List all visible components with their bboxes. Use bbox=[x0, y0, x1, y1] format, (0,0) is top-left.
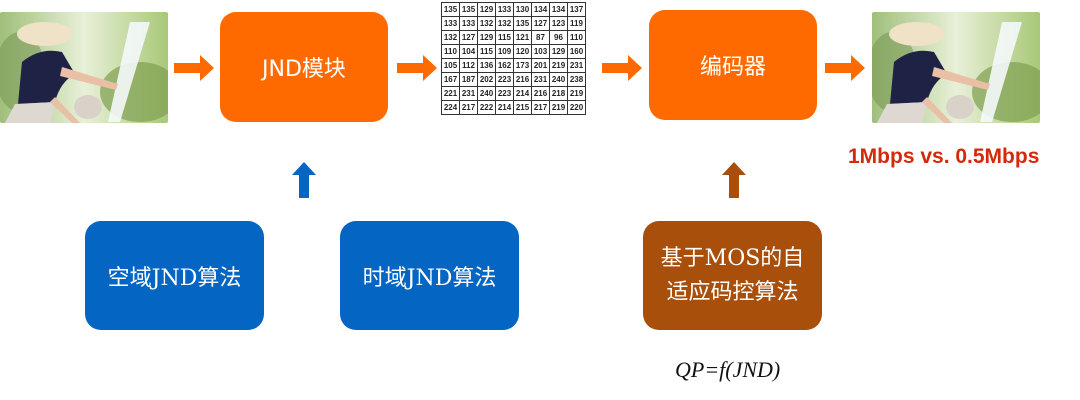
jnd-module-label: JND模块 bbox=[262, 57, 346, 82]
matrix-cell: 173 bbox=[513, 58, 532, 73]
matrix-cell: 133 bbox=[495, 2, 514, 17]
mos-label-line1: 基于MOS的自 bbox=[660, 245, 805, 271]
spatial-jnd-label: 空域JND算法 bbox=[107, 265, 242, 291]
matrix-cell: 112 bbox=[459, 58, 478, 73]
matrix-cell: 109 bbox=[495, 44, 514, 59]
matrix-cell: 121 bbox=[513, 30, 532, 45]
matrix-cell: 133 bbox=[459, 16, 478, 31]
matrix-cell: 219 bbox=[549, 100, 568, 115]
matrix-cell: 240 bbox=[549, 72, 568, 87]
jnd-module-box: JND模块 bbox=[220, 12, 388, 122]
arrow-right-icon bbox=[825, 55, 865, 81]
mos-rate-control-box: 基于MOS的自 适应码控算法 bbox=[643, 221, 822, 330]
matrix-cell: 219 bbox=[549, 58, 568, 73]
matrix-cell: 187 bbox=[459, 72, 478, 87]
matrix-cell: 132 bbox=[477, 16, 496, 31]
matrix-cell: 105 bbox=[441, 58, 460, 73]
matrix-cell: 132 bbox=[495, 16, 514, 31]
arrow-right-icon bbox=[602, 55, 642, 81]
matrix-cell: 219 bbox=[567, 86, 586, 101]
matrix-cell: 133 bbox=[441, 16, 460, 31]
matrix-cell: 223 bbox=[495, 72, 514, 87]
arrow-up-icon bbox=[722, 162, 746, 198]
matrix-cell: 115 bbox=[495, 30, 514, 45]
output-frame-image bbox=[872, 12, 1040, 123]
matrix-cell: 238 bbox=[567, 72, 586, 87]
matrix-cell: 202 bbox=[477, 72, 496, 87]
matrix-cell: 217 bbox=[459, 100, 478, 115]
matrix-cell: 135 bbox=[513, 16, 532, 31]
matrix-cell: 135 bbox=[441, 2, 460, 17]
matrix-cell: 231 bbox=[567, 58, 586, 73]
matrix-cell: 123 bbox=[549, 16, 568, 31]
matrix-cell: 135 bbox=[459, 2, 478, 17]
matrix-cell: 119 bbox=[567, 16, 586, 31]
matrix-cell: 221 bbox=[441, 86, 460, 101]
matrix-cell: 103 bbox=[531, 44, 550, 59]
input-frame-image bbox=[0, 12, 168, 123]
arrow-right-icon bbox=[174, 55, 214, 81]
matrix-cell: 134 bbox=[531, 2, 550, 17]
matrix-cell: 104 bbox=[459, 44, 478, 59]
matrix-cell: 137 bbox=[567, 2, 586, 17]
matrix-cell: 129 bbox=[477, 2, 496, 17]
matrix-cell: 223 bbox=[495, 86, 514, 101]
matrix-cell: 127 bbox=[531, 16, 550, 31]
matrix-cell: 216 bbox=[531, 86, 550, 101]
matrix-cell: 120 bbox=[513, 44, 532, 59]
spatial-jnd-box: 空域JND算法 bbox=[85, 221, 264, 330]
matrix-cell: 129 bbox=[549, 44, 568, 59]
matrix-cell: 220 bbox=[567, 100, 586, 115]
arrow-right-icon bbox=[397, 55, 437, 81]
matrix-cell: 201 bbox=[531, 58, 550, 73]
matrix-cell: 129 bbox=[477, 30, 496, 45]
matrix-cell: 231 bbox=[531, 72, 550, 87]
temporal-jnd-label: 时域JND算法 bbox=[362, 265, 497, 291]
matrix-cell: 240 bbox=[477, 86, 496, 101]
matrix-cell: 224 bbox=[441, 100, 460, 115]
matrix-cell: 87 bbox=[531, 30, 550, 45]
matrix-cell: 134 bbox=[549, 2, 568, 17]
matrix-cell: 130 bbox=[513, 2, 532, 17]
mos-label-line2: 适应码控算法 bbox=[666, 279, 799, 305]
matrix-cell: 162 bbox=[495, 58, 514, 73]
matrix-cell: 160 bbox=[567, 44, 586, 59]
matrix-cell: 215 bbox=[513, 100, 532, 115]
qp-formula: QP=f(JND) bbox=[675, 357, 781, 382]
matrix-cell: 217 bbox=[531, 100, 550, 115]
encoder-box: 编码器 bbox=[649, 10, 817, 120]
matrix-cell: 218 bbox=[549, 86, 568, 101]
matrix-cell: 132 bbox=[441, 30, 460, 45]
matrix-cell: 110 bbox=[567, 30, 586, 45]
bitrate-comparison: 1Mbps vs. 0.5Mbps bbox=[848, 145, 1040, 168]
matrix-cell: 110 bbox=[441, 44, 460, 59]
matrix-cell: 136 bbox=[477, 58, 496, 73]
arrow-up-icon bbox=[292, 162, 316, 198]
matrix-cell: 167 bbox=[441, 72, 460, 87]
matrix-cell: 127 bbox=[459, 30, 478, 45]
matrix-cell: 214 bbox=[495, 100, 514, 115]
matrix-cell: 216 bbox=[513, 72, 532, 87]
matrix-cell: 222 bbox=[477, 100, 496, 115]
matrix-cell: 231 bbox=[459, 86, 478, 101]
temporal-jnd-box: 时域JND算法 bbox=[340, 221, 519, 330]
matrix-cell: 115 bbox=[477, 44, 496, 59]
matrix-cell: 96 bbox=[549, 30, 568, 45]
matrix-cell: 214 bbox=[513, 86, 532, 101]
encoder-label: 编码器 bbox=[699, 55, 766, 80]
